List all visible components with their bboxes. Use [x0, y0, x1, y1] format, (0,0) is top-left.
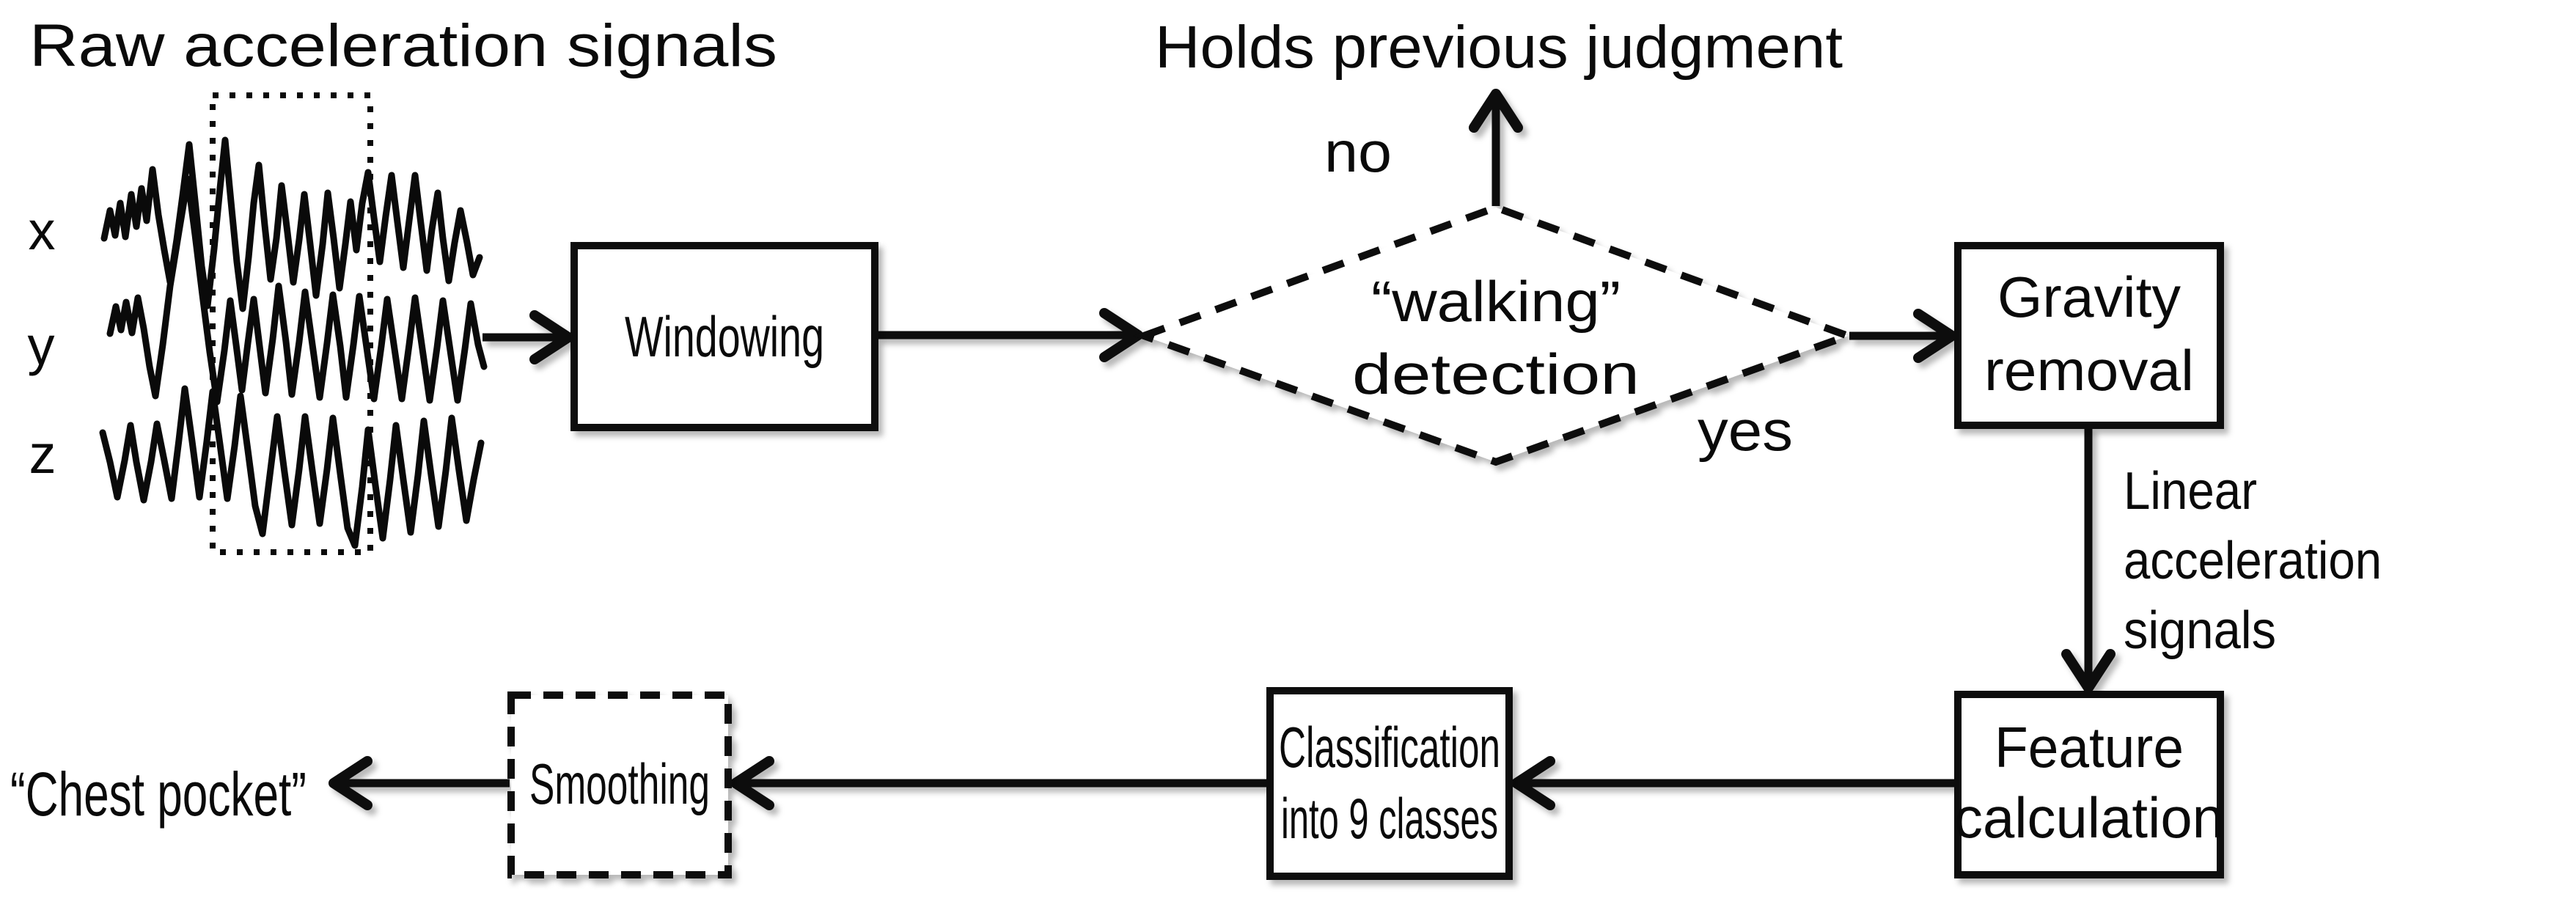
- sampling-window-dotted-rect: [210, 92, 373, 555]
- windowing-box: [570, 242, 878, 431]
- gravity-removal-box: [1954, 242, 2224, 429]
- waveform-z: [99, 385, 485, 549]
- output-chest-pocket-label: “Chest pocket”: [10, 760, 307, 829]
- linear-acceleration-label-line2: acceleration: [2124, 532, 2382, 590]
- gravity-removal-label-line2: removal: [1984, 338, 2194, 403]
- classification-box: [1266, 687, 1513, 880]
- edge-label-no: no: [1324, 120, 1392, 184]
- waveform-y: [106, 175, 488, 406]
- feature-calculation-label-line2: calculation: [1954, 785, 2224, 850]
- axis-label-z: z: [29, 424, 56, 485]
- node-shapes: [507, 203, 2224, 880]
- linear-acceleration-label-line3: signals: [2124, 601, 2276, 660]
- linear-acceleration-label-line1: Linear: [2124, 462, 2257, 521]
- smoothing-box: [507, 691, 732, 878]
- walking-detection-label-line1: “walking”: [1371, 269, 1621, 334]
- walking-detection-diamond: [1133, 203, 1859, 466]
- raw-signal-plot: [99, 92, 488, 555]
- feature-calculation-box: [1954, 691, 2224, 878]
- flow-arrows: [329, 89, 2116, 810]
- title-holds-previous-judgment: Holds previous judgment: [1155, 14, 1843, 81]
- classification-label-line2: into 9 classes: [1281, 786, 1498, 851]
- windowing-label: Windowing: [625, 304, 824, 369]
- classification-label-line1: Classification: [1279, 715, 1500, 779]
- edge-label-yes: yes: [1698, 398, 1793, 463]
- axis-label-y: y: [28, 315, 55, 376]
- waveform-x: [100, 136, 483, 312]
- gravity-removal-label-line1: Gravity: [1997, 265, 2181, 329]
- smoothing-label: Smoothing: [529, 752, 710, 816]
- walking-detection-label-line2: detection: [1352, 342, 1640, 406]
- title-raw-acceleration-signals: Raw acceleration signals: [29, 12, 777, 79]
- feature-calculation-label-line1: Feature: [1995, 715, 2184, 779]
- axis-label-x: x: [29, 200, 56, 261]
